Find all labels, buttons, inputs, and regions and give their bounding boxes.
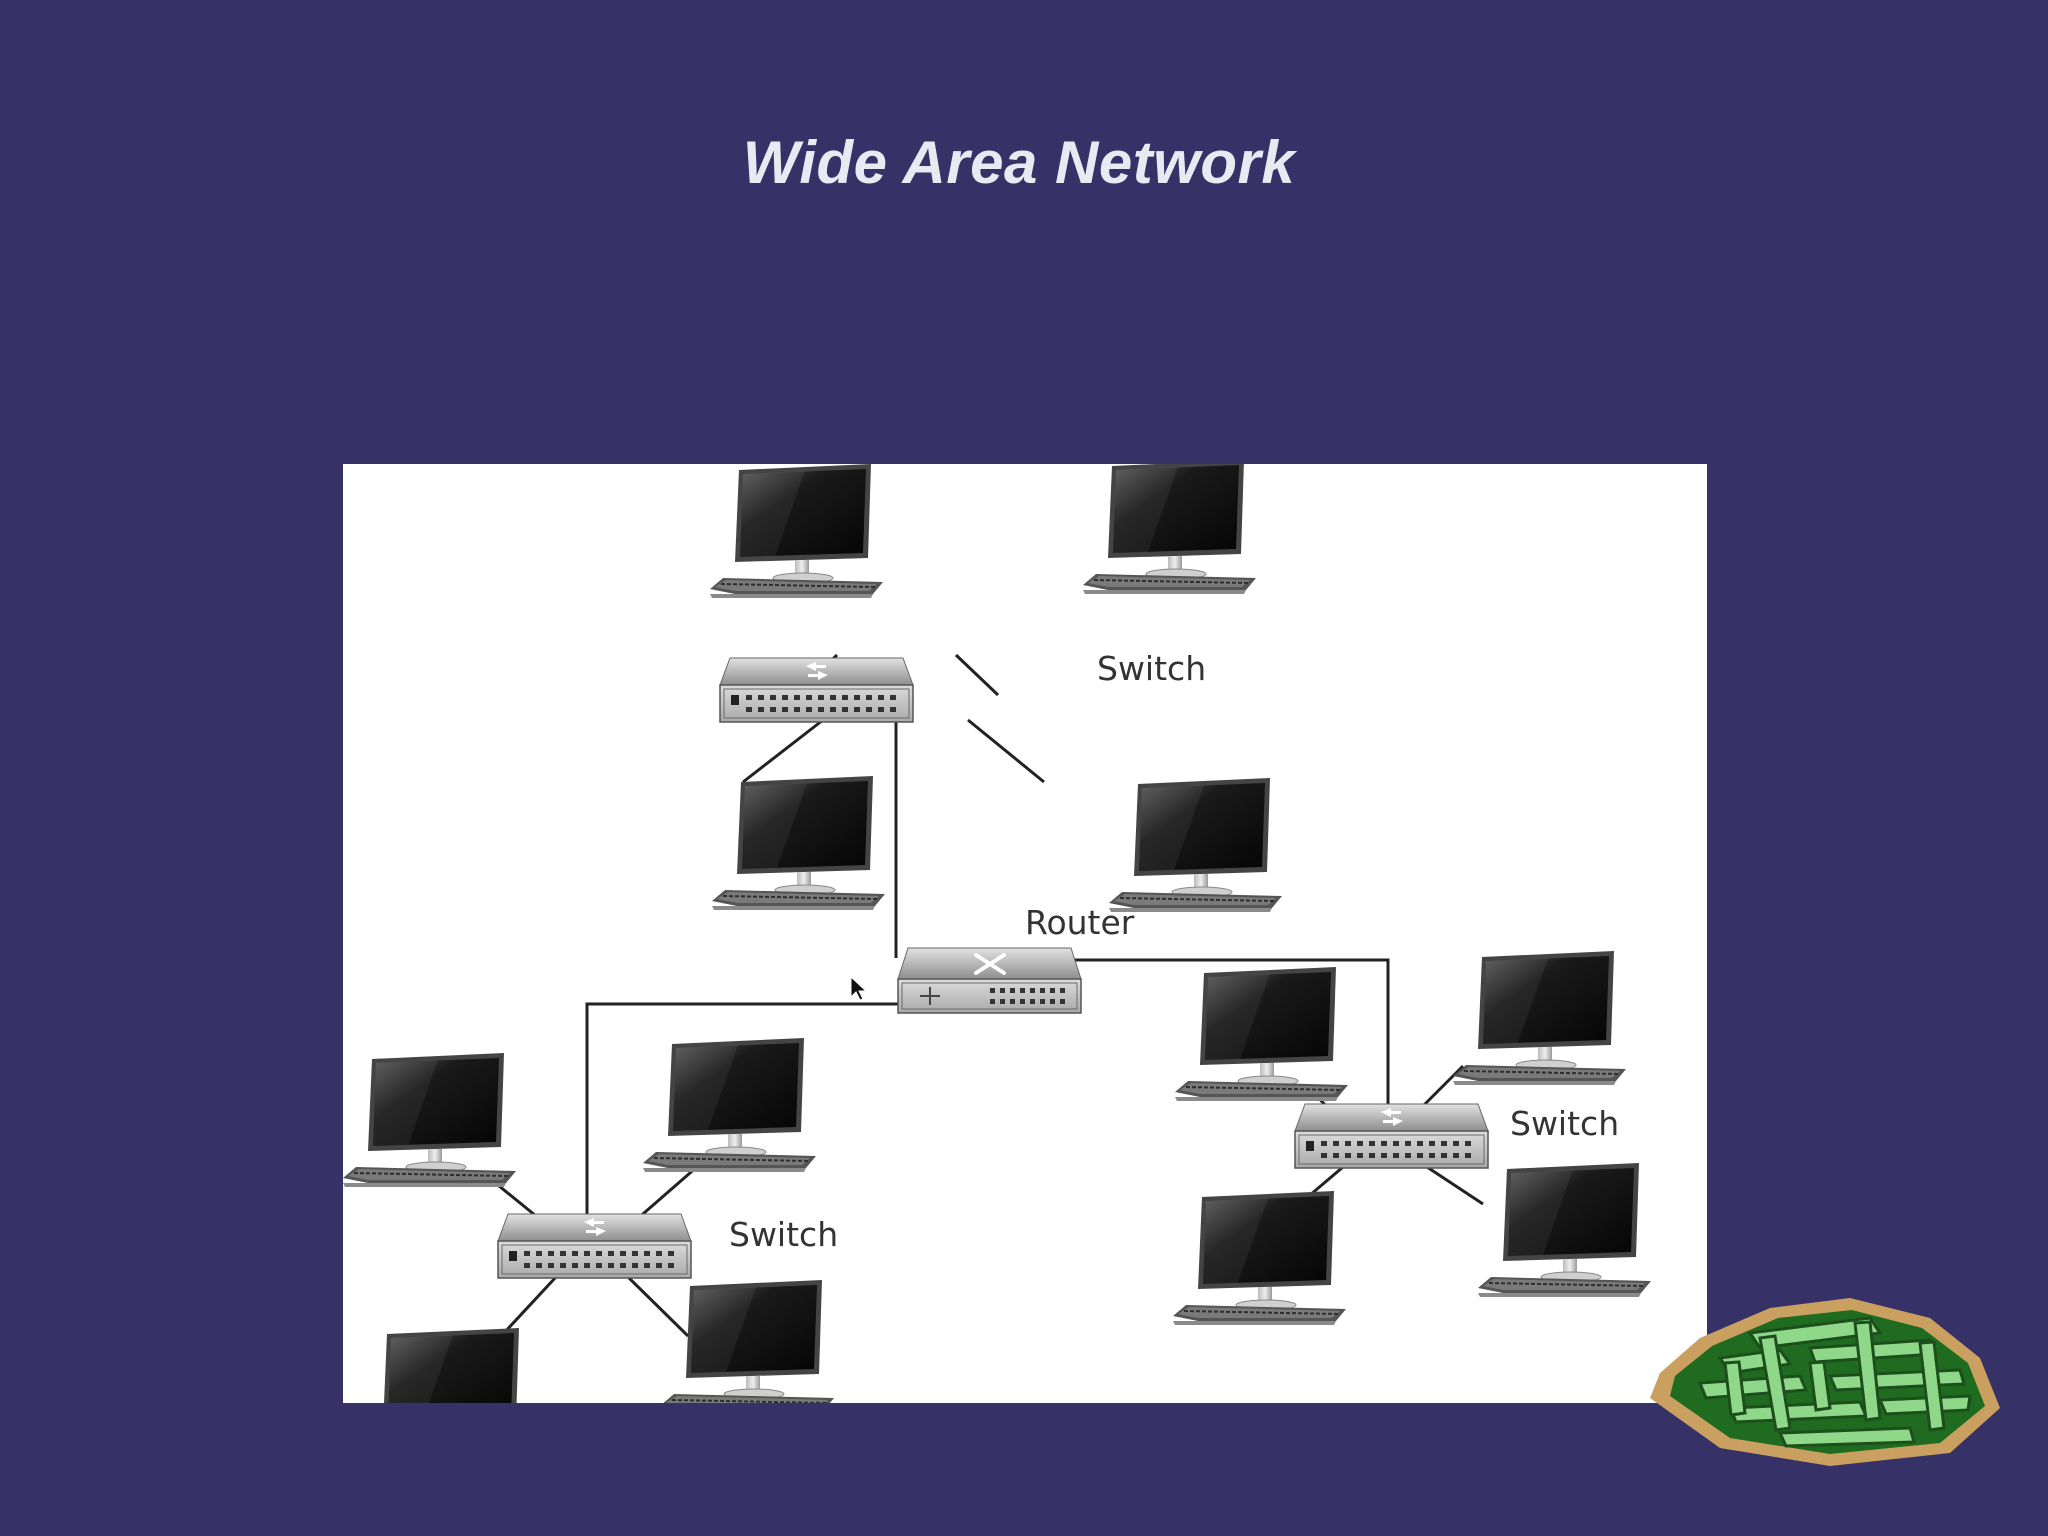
- maze-logo-icon: [1650, 1298, 2000, 1466]
- computer-icon: [709, 464, 884, 599]
- switch-right-label: Switch: [1510, 1104, 1619, 1143]
- link-line: [1426, 1165, 1484, 1206]
- link-line: [501, 1275, 558, 1336]
- link-line: [585, 1002, 899, 1219]
- computer-icon: [1174, 966, 1349, 1102]
- network-diagram-canvas: Switch Router Switch Switch: [343, 464, 1652, 1403]
- switch-left-label: Switch: [729, 1215, 838, 1254]
- computer-icon: [343, 1052, 517, 1188]
- computer-icon: [1108, 777, 1283, 913]
- router-icon: [897, 947, 1082, 1014]
- network-diagram: Switch Router Switch Switch: [343, 464, 1707, 1403]
- computer-icon: [1477, 1162, 1652, 1298]
- computer-icon: [1172, 1190, 1347, 1326]
- switch-icon: [497, 1213, 692, 1279]
- link-line: [1417, 1064, 1465, 1112]
- computer-icon: [660, 1279, 835, 1403]
- link-line: [967, 718, 1045, 784]
- computer-icon: [357, 1327, 532, 1403]
- switch-top-label: Switch: [1097, 649, 1206, 688]
- link-line: [973, 958, 1390, 1109]
- switch-icon: [1294, 1103, 1489, 1169]
- link-line: [954, 653, 1000, 697]
- link-line: [742, 718, 824, 784]
- computer-icon: [1452, 950, 1627, 1086]
- mouse-pointer-icon: [850, 975, 868, 1001]
- slide-title: Wide Area Network: [742, 129, 1296, 196]
- computer-icon: [1082, 464, 1257, 595]
- link-line: [626, 1275, 690, 1338]
- router-label: Router: [1025, 903, 1135, 942]
- link-line: [635, 1164, 699, 1222]
- switch-icon: [719, 657, 914, 723]
- computer-icon: [711, 775, 886, 911]
- computer-icon: [642, 1037, 817, 1173]
